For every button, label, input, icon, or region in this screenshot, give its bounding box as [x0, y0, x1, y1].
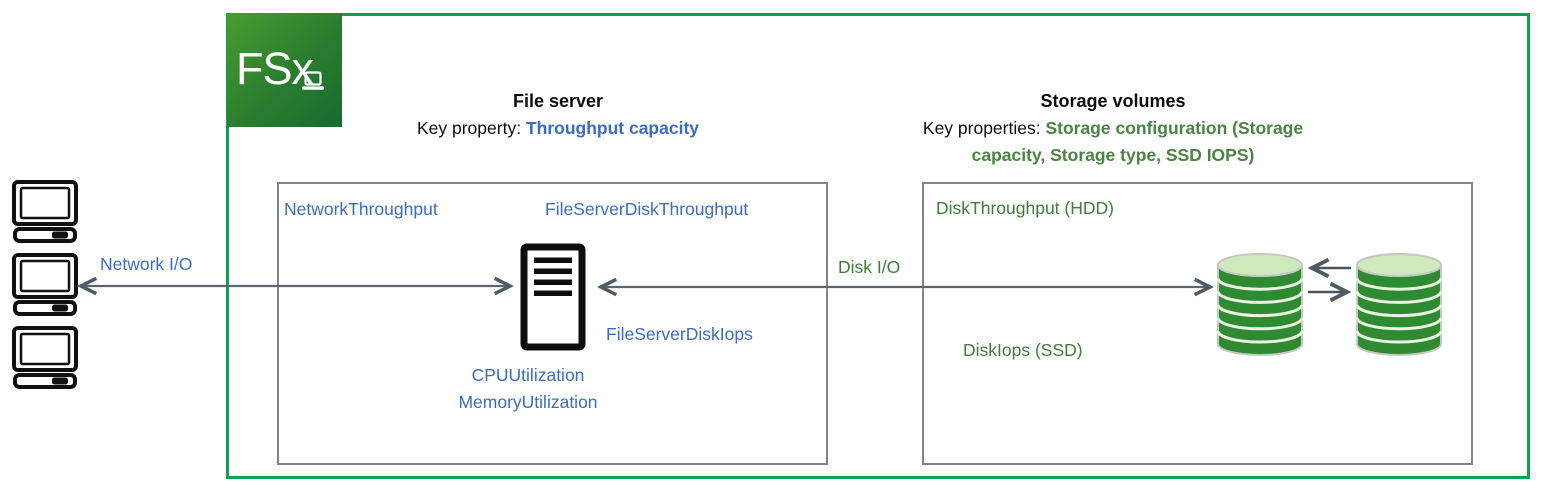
storage-volumes-key-value: Storage configuration (Storage capacity,… — [971, 118, 1304, 165]
file-server-header: File server Key property: Throughput cap… — [333, 88, 783, 142]
metric-memory-utilization: MemoryUtilization — [458, 392, 598, 412]
storage-volumes-key-properties: Key properties: Storage configuration (S… — [903, 115, 1323, 169]
disk-io-label: Disk I/O — [838, 257, 901, 277]
storage-volumes-box — [922, 182, 1473, 465]
laptop-icon — [302, 71, 324, 90]
client-computers — [12, 180, 78, 389]
fsx-logo: FSx — [227, 13, 342, 127]
metric-fileserver-disk-iops: FileServerDiskIops — [606, 324, 753, 344]
file-server-key-value: Throughput capacity — [525, 118, 699, 138]
file-server-title: File server — [512, 91, 604, 111]
storage-volumes-title: Storage volumes — [1040, 91, 1186, 111]
metric-network-throughput: NetworkThroughput — [284, 199, 438, 219]
file-server-key-prefix: Key property: — [416, 118, 526, 138]
metric-disk-throughput-hdd: DiskThroughput (HDD) — [936, 198, 1114, 218]
metric-cpu-utilization: CPUUtilization — [471, 365, 585, 385]
network-io-label: Network I/O — [100, 254, 193, 274]
storage-volumes-key-prefix: Key properties: — [922, 118, 1046, 138]
client-computer-icon — [12, 253, 78, 316]
file-server-key-property: Key property: Throughput capacity — [333, 115, 783, 142]
storage-volumes-header: Storage volumes Key properties: Storage … — [903, 88, 1323, 169]
client-computer-icon — [12, 180, 78, 243]
fsx-logo-label: FSx — [236, 43, 314, 94]
client-computer-icon — [12, 326, 78, 389]
metric-disk-iops-ssd: DiskIops (SSD) — [963, 340, 1083, 360]
metric-fileserver-disk-throughput: FileServerDiskThroughput — [545, 199, 749, 219]
